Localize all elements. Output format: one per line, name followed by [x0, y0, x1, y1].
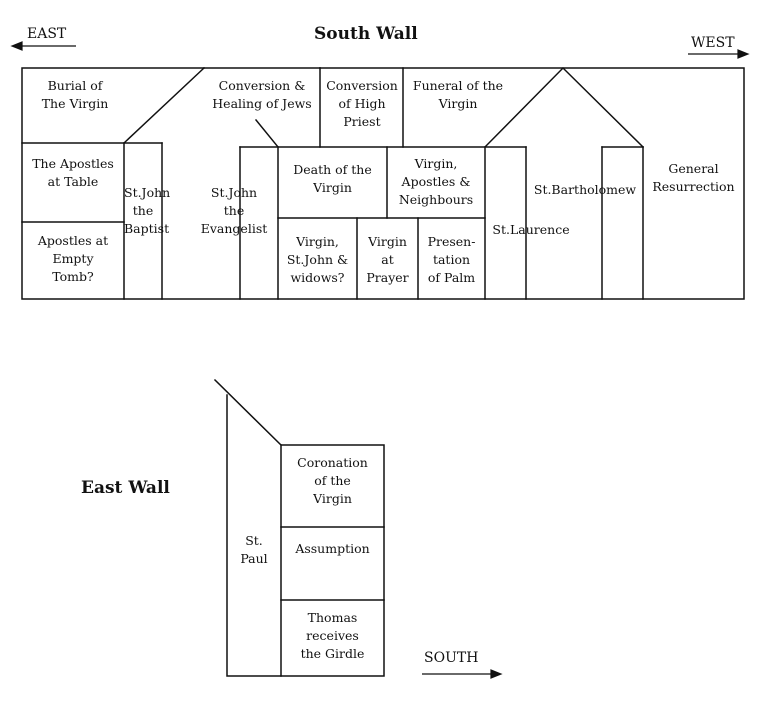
- south-wall-left-gable: [122, 66, 321, 145]
- panel-bartholomew: St.Bartholomew: [533, 182, 637, 197]
- east-wall-outline: [213, 378, 385, 677]
- west-label: WEST: [691, 35, 735, 51]
- panel-john-baptist: St.John the Baptist: [124, 185, 171, 236]
- panel-virgin-apostles: Virgin, Apostles & Neighbours: [398, 156, 474, 207]
- panel-thomas: Thomas receives the Girdle: [300, 610, 365, 661]
- south-wall-title: South Wall: [314, 24, 418, 44]
- panel-resurrection: General Resurrection: [652, 161, 735, 194]
- panel-paul: St. Paul: [240, 533, 268, 566]
- panel-presentation: Presen- tation of Palm: [427, 234, 476, 285]
- panel-conversion-jews: Conversion & Healing of Jews: [212, 78, 312, 111]
- east-arrow-head: [10, 41, 23, 51]
- panel-virgin-widows: Virgin, St.John & widows?: [286, 234, 349, 285]
- panel-virgin-prayer: Virgin at Prayer: [366, 234, 409, 285]
- panel-laurence: St.Laurence: [492, 222, 570, 237]
- south-arrow-head: [490, 669, 503, 679]
- west-arrow-head: [737, 49, 750, 59]
- panel-assumption: Assumption: [295, 541, 370, 556]
- panel-apostles-tomb: Apostles at Empty Tomb?: [37, 233, 109, 284]
- south-label: SOUTH: [424, 650, 479, 666]
- panel-coronation: Coronation of the Virgin: [297, 455, 368, 506]
- panel-funeral: Funeral of the Virgin: [412, 78, 504, 111]
- panel-apostles-table: The Apostles at Table: [32, 156, 114, 189]
- panel-conversion-priest: Conversion of High Priest: [326, 78, 398, 129]
- panel-john-evangelist: St.John the Evangelist: [200, 185, 268, 236]
- east-label: EAST: [27, 26, 67, 42]
- panel-burial: Burial of The Virgin: [41, 78, 109, 111]
- east-wall-title: East Wall: [81, 478, 170, 498]
- panel-death: Death of the Virgin: [293, 162, 372, 195]
- south-wall-right-gable: [483, 66, 645, 149]
